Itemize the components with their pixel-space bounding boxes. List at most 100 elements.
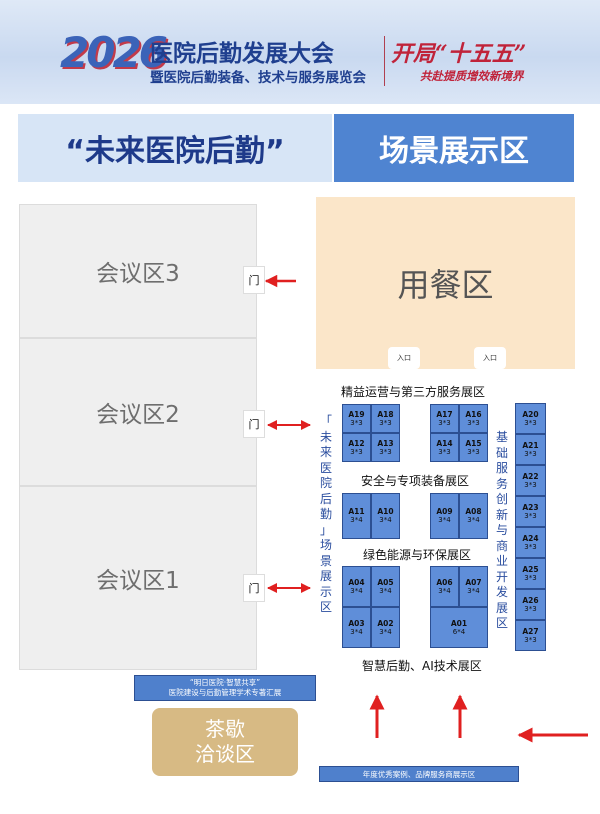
zone-infrastructure-vertical: 基础服务创新与商业开发展区 [495, 430, 508, 630]
booth-id: A27 [522, 626, 539, 636]
zone-green-energy: 绿色能源与环保展区 [363, 548, 472, 562]
booth-size: 3*3 [467, 418, 480, 427]
zone-smart-ai: 智慧后勤、AI技术展区 [362, 659, 482, 673]
dining-entrance-left: 入口 [388, 347, 420, 369]
booth-size: 3*3 [438, 447, 451, 456]
booth-size: 3*3 [467, 447, 480, 456]
booth-id: A15 [465, 438, 482, 448]
booth-id: A04 [348, 577, 365, 587]
booth-id: A17 [436, 409, 453, 419]
zone-future-hospital-vertical: 「未来医院后勤」场景展示区 [319, 414, 332, 614]
booth-size: 3*3 [350, 418, 363, 427]
zone-lean-operations: 精益运营与第三方服务展区 [341, 385, 486, 399]
book-exhibit-bar: “明日医院·智慧共享” 医院建设与后勤管理学术专著汇展 [134, 675, 316, 701]
booth-id: A12 [348, 438, 365, 448]
booth-size: 3*4 [379, 516, 392, 524]
book-exhibit-line2: 医院建设与后勤管理学术专著汇展 [168, 688, 282, 697]
meeting-room-1: 会议区1 [19, 486, 257, 670]
booth-size: 3*4 [350, 586, 363, 595]
booth-id: A09 [436, 507, 453, 516]
header-divider [384, 36, 385, 86]
booth-size: 3*4 [379, 586, 392, 595]
booth-id: A23 [522, 502, 539, 512]
booth-id: A08 [465, 507, 482, 516]
booth-id: A02 [377, 618, 394, 628]
slogan-sub: 共赴提质增效新境界 [420, 69, 524, 83]
year-logo: 2026 [60, 28, 168, 77]
booth-size: 3*3 [524, 449, 537, 458]
booth-id: A03 [348, 618, 365, 628]
booth-size: 3*3 [524, 573, 537, 582]
conference-title: 医院后勤发展大会 [150, 40, 334, 67]
booth-size: 3*4 [438, 586, 451, 595]
booth-size: 3*3 [524, 511, 537, 520]
tea-break-line2: 洽谈区 [195, 742, 255, 766]
booth-size: 3*3 [524, 604, 537, 613]
booth-id: A20 [522, 409, 539, 419]
booth-size: 3*4 [467, 516, 480, 524]
booth-id: A25 [522, 564, 539, 574]
booth-size: 3*4 [379, 627, 392, 636]
tea-break-line1: 茶歇 [205, 717, 245, 741]
booth-size: 3*3 [524, 418, 537, 427]
door-meeting-2: 门 [243, 410, 265, 438]
booth-size: 3*4 [438, 516, 451, 524]
booth-size: 3*3 [524, 542, 537, 551]
booth-id: A21 [522, 440, 539, 450]
dining-entrance-right: 入口 [474, 347, 506, 369]
booth-id: A01 [450, 618, 468, 628]
booth-size: 3*4 [467, 586, 480, 595]
booth-size: 3*3 [524, 480, 537, 489]
conference-subtitle: 暨医院后勤装备、技术与服务展览会 [150, 70, 366, 86]
booth-size: 6*4 [452, 627, 466, 636]
booth-id: A22 [522, 471, 539, 481]
booth-id: A07 [465, 577, 482, 587]
booth-size: 3*3 [379, 447, 392, 456]
booth-id: A26 [522, 595, 539, 605]
booth-id: A06 [436, 577, 453, 587]
booth-size: 3*3 [438, 418, 451, 427]
booth-id: A13 [377, 438, 394, 448]
booth-id: A14 [436, 438, 453, 448]
booth-id: A11 [348, 507, 365, 516]
booth-size: 3*3 [379, 418, 392, 427]
banner-title-left: “未来医院后勤” [18, 114, 332, 182]
booth-size: 3*4 [350, 516, 363, 524]
book-exhibit-line1: “明日医院·智慧共享” [189, 678, 261, 687]
booth-id: A18 [377, 409, 394, 419]
booth-id: A24 [522, 533, 539, 543]
zone-safety-equipment: 安全与专项装备展区 [361, 474, 470, 488]
booth-id: A19 [348, 409, 365, 419]
banner-title-right: 场景展示区 [334, 114, 574, 182]
dining-area: 用餐区 [316, 197, 575, 369]
slogan-main: 开局“十五五” [391, 41, 527, 67]
booth-id: A05 [377, 577, 394, 587]
meeting-room-3: 会议区3 [19, 204, 257, 338]
case-showcase-bar: 年度优秀案例、品牌服务商展示区 [319, 766, 519, 782]
door-meeting-1: 门 [243, 574, 265, 602]
booth-size: 3*3 [524, 635, 537, 644]
